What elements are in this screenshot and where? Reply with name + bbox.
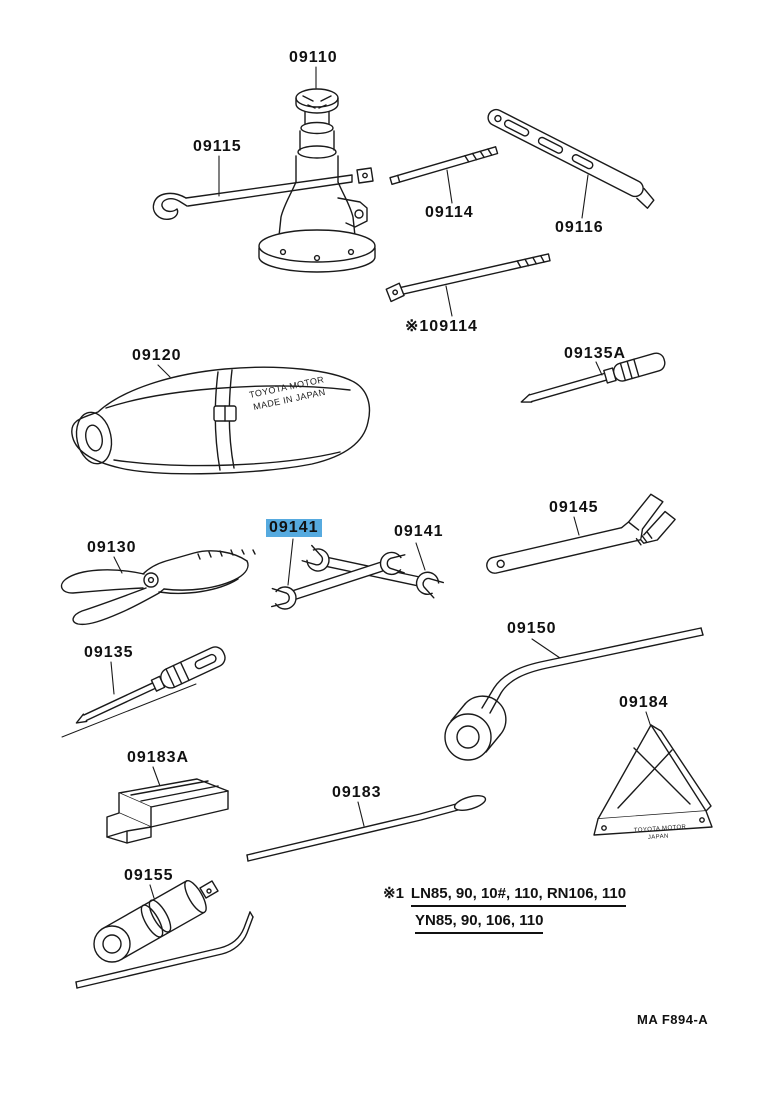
applicability-note: ※1 LN85, 90, 10#, 110, RN106, 110 YN85, … [383, 884, 627, 934]
part-label-lug-wrench[interactable]: 09150 [507, 620, 557, 637]
socket-drawing [75, 879, 254, 989]
drawing-code: MA F894-A [637, 1012, 709, 1027]
jack-drawing [258, 88, 376, 273]
extension-rod-note-drawing [385, 253, 551, 303]
part-label-wrench-highlighted[interactable]: 09141 [266, 519, 322, 537]
part-label-tow-rod[interactable]: 09183 [332, 784, 382, 801]
part-label-rod[interactable]: 09114 [425, 204, 474, 221]
bracket-drawing [106, 778, 229, 844]
part-label-adjustable[interactable]: 09145 [549, 499, 599, 516]
part-label-hook-handle[interactable]: 09115 [193, 138, 242, 155]
part-label-chock[interactable]: 09184 [619, 694, 669, 711]
tow-rod-drawing [246, 795, 487, 862]
hook-handle-drawing [152, 167, 374, 220]
adjustable-wrench-drawing [486, 493, 676, 574]
leader-lines [110, 66, 652, 899]
part-label-screwdriver[interactable]: 09135 [84, 644, 134, 661]
part-label-screwdriver-a[interactable]: 09135A [564, 345, 627, 362]
extension-rod-drawing [389, 146, 499, 186]
wheel-nut-wrench-drawing [487, 108, 655, 209]
pliers-drawing [60, 549, 256, 626]
part-label-socket[interactable]: 09155 [124, 867, 174, 884]
part-label-pliers[interactable]: 09130 [87, 539, 137, 556]
note-marker: ※1 [383, 885, 404, 902]
part-label-wheel-wrench[interactable]: 09116 [555, 219, 604, 236]
chock-brand-text-1: TOYOTA MOTOR [634, 824, 687, 834]
part-label-wrench[interactable]: 09141 [394, 523, 444, 540]
wheel-chock-drawing: TOYOTA MOTOR JAPAN [593, 724, 713, 841]
tool-bag-drawing: TOYOTA MOTOR MADE IN JAPAN [71, 366, 371, 475]
note-models-line2: YN85, 90, 106, 110 [415, 912, 544, 934]
part-label-jack[interactable]: 09110 [289, 49, 338, 66]
part-label-bracket[interactable]: 09183A [127, 749, 190, 766]
chock-brand-text-2: JAPAN [648, 834, 669, 841]
lug-wrench-drawing [444, 627, 704, 761]
note-models-line1: LN85, 90, 10#, 110, RN106, 110 [410, 885, 627, 907]
screwdriver-a-drawing [520, 352, 666, 403]
part-label-bag[interactable]: 09120 [132, 347, 182, 364]
part-label-rod-note[interactable]: ※109114 [405, 318, 478, 335]
screwdriver-drawing [61, 646, 226, 738]
